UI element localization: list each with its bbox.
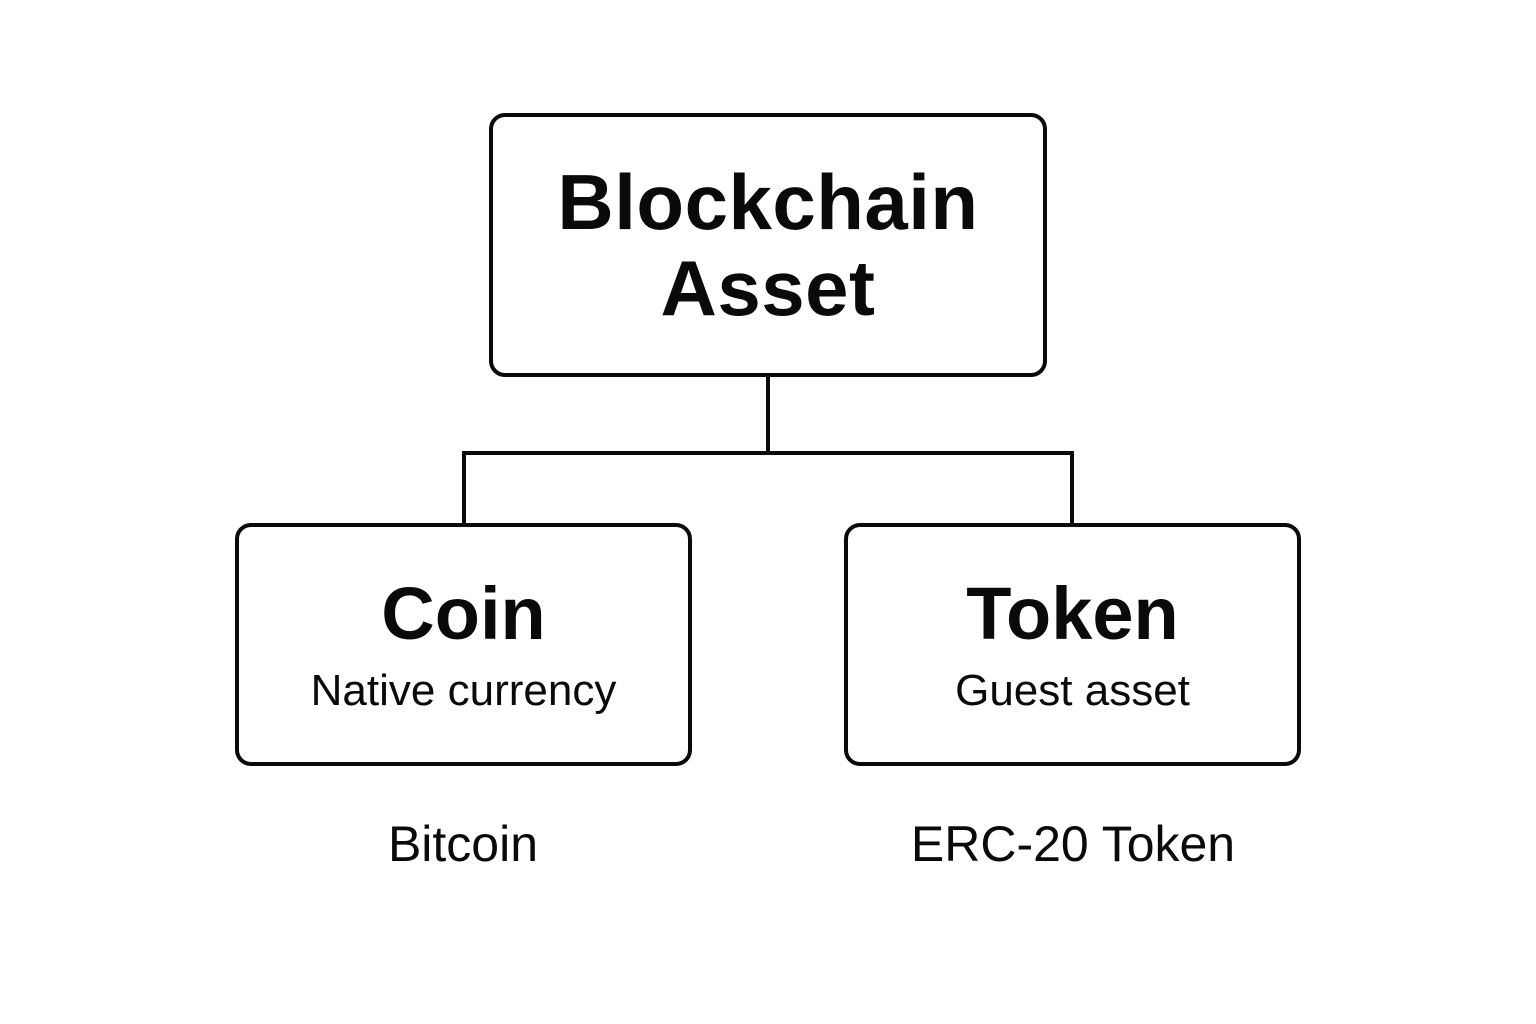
node-token-title: Token (966, 571, 1179, 655)
node-blockchain-asset: Blockchain Asset (489, 113, 1047, 377)
node-coin: Coin Native currency (235, 523, 692, 766)
node-blockchain-asset-title: Blockchain Asset (557, 158, 979, 332)
example-token-label: ERC-20 Token (910, 816, 1236, 872)
node-token: Token Guest asset (844, 523, 1301, 766)
node-token-subtitle: Guest asset (955, 665, 1190, 715)
node-coin-subtitle: Native currency (310, 665, 617, 715)
example-coin-label: Bitcoin (387, 816, 539, 872)
node-coin-title: Coin (381, 571, 546, 655)
